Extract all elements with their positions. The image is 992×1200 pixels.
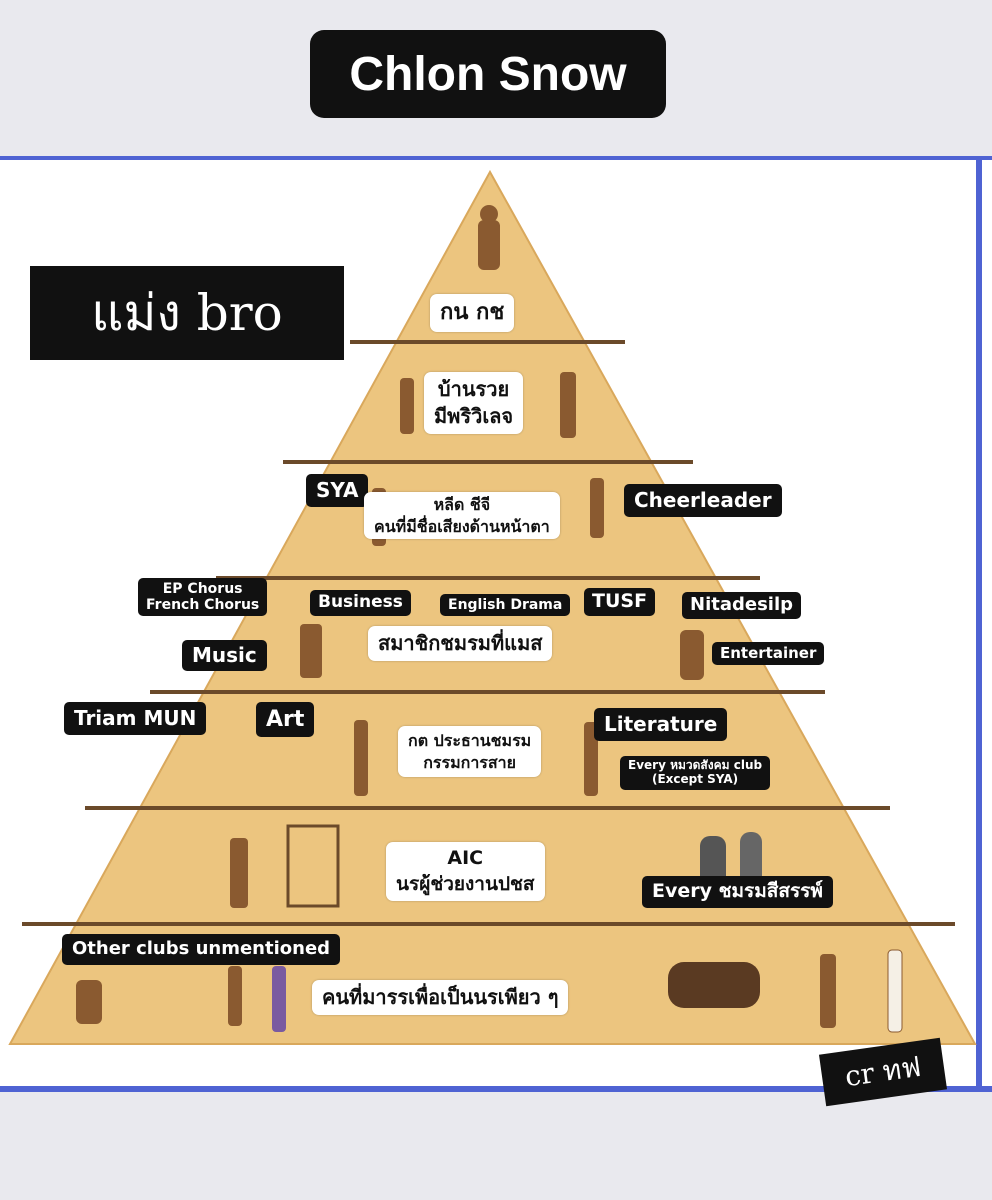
tag-text: SYA [316,478,359,502]
tag-text: Entertainer [720,644,817,662]
tag-tusf: TUSF [584,588,656,616]
tier-line: มีพริวิเลจ [434,404,514,428]
tag-triam-mun: Triam MUN [64,702,207,735]
top-border [0,156,992,162]
tier-line: คนที่มารรเพื่อเป็นนรเพียว ๆ [322,985,559,1009]
tier-label-students: คนที่มารรเพื่อเป็นนรเพียว ๆ [312,980,569,1015]
right-border [976,160,982,1086]
tag-business: Business [310,590,411,616]
priest-figure [590,478,604,538]
noble-figure [400,378,414,434]
farmer-figure [76,980,102,1024]
tag-text: Cheerleader [634,488,772,512]
tag-text: Every หมวดสังคม club [628,758,763,772]
tag-cheerleader: Cheerleader [624,484,782,517]
tag-english-drama: English Drama [440,594,571,617]
tag-text: (Except SYA) [651,771,739,786]
tag-text: Literature [604,712,718,736]
tag-text: Business [318,592,403,612]
tag-text: Triam MUN [74,706,197,730]
tier-line: กต ประธานชมรม [408,731,532,750]
tier-line: นรผู้ช่วยงานปชส [396,872,535,895]
tag-text: Music [192,643,257,667]
tag-text: English Drama [448,597,563,613]
tier-line: สมาชิกชมรมที่แมส [378,631,543,655]
tag-music: Music [182,640,267,671]
tier-line: กรรมการสาย [423,752,517,772]
tier-line: บ้านรวย [437,377,510,401]
loom-frame [286,824,340,908]
tag-chorus: EP Chorus French Chorus [138,578,268,617]
tier-label-mass-clubs: สมาชิกชมรมที่แมส [368,626,553,661]
page-title: Chlon Snow [349,47,627,101]
tag-text: Every ชมรมสีสรรพ์ [652,880,823,902]
scribe-figure [300,624,322,678]
tag-text: TUSF [592,590,648,612]
tag-text: Art [266,707,305,732]
noble-figure [560,372,576,438]
tag-other-clubs: Other clubs unmentioned [62,934,341,965]
tier-line: คนที่มีชื่อเสียงด้านหน้าตา [374,516,550,536]
credit-text: cr ทฟ [842,1049,923,1094]
scribe-figure [680,630,704,680]
tag-social-clubs: Every หมวดสังคม club (Except SYA) [620,756,771,790]
tier-line: AIC [447,847,484,869]
ox-figure [668,962,760,1008]
tag-entertainer: Entertainer [712,642,825,666]
farmer-figure [820,954,836,1028]
tier-label-top: กน กช [430,294,515,332]
tier-label-rich: บ้านรวย มีพริวิเลจ [424,372,524,434]
title-bubble: Chlon Snow [310,30,666,118]
merchant-figure [354,720,368,796]
tier-line: กน กช [440,300,505,325]
tier-label-pr-helpers: AIC นรผู้ช่วยงานปชส [386,842,545,902]
tag-color-clubs: Every ชมรมสีสรรพ์ [642,876,833,908]
tag-text: Other clubs unmentioned [72,938,331,959]
artisan-figure [230,838,248,908]
tag-text: EP Chorus [162,581,243,597]
tag-text: French Chorus [146,597,260,614]
tag-nitadesilp: Nitadesilp [682,592,802,619]
farmer-figure [228,966,242,1026]
farmer-figure [887,949,903,1033]
tag-text: Nitadesilp [690,594,794,615]
tier-line: หลีด ชีจี [433,495,491,514]
tag-sya: SYA [306,474,369,507]
pharaoh-head [480,205,498,223]
tier-label-club-heads: กต ประธานชมรม กรรมการสาย [398,726,542,778]
corner-caption-text: แม่ง bro [91,283,283,342]
pharaoh-figure [478,220,500,270]
farmer-figure [272,966,286,1032]
corner-caption: แม่ง bro [30,266,344,360]
bottom-border [0,1086,992,1092]
tag-art: Art [256,702,315,738]
tier-label-famous: หลีด ชีจี คนที่มีชื่อเสียงด้านหน้าตา [364,492,560,540]
merchant-figure [584,722,598,796]
tag-literature: Literature [594,708,728,741]
